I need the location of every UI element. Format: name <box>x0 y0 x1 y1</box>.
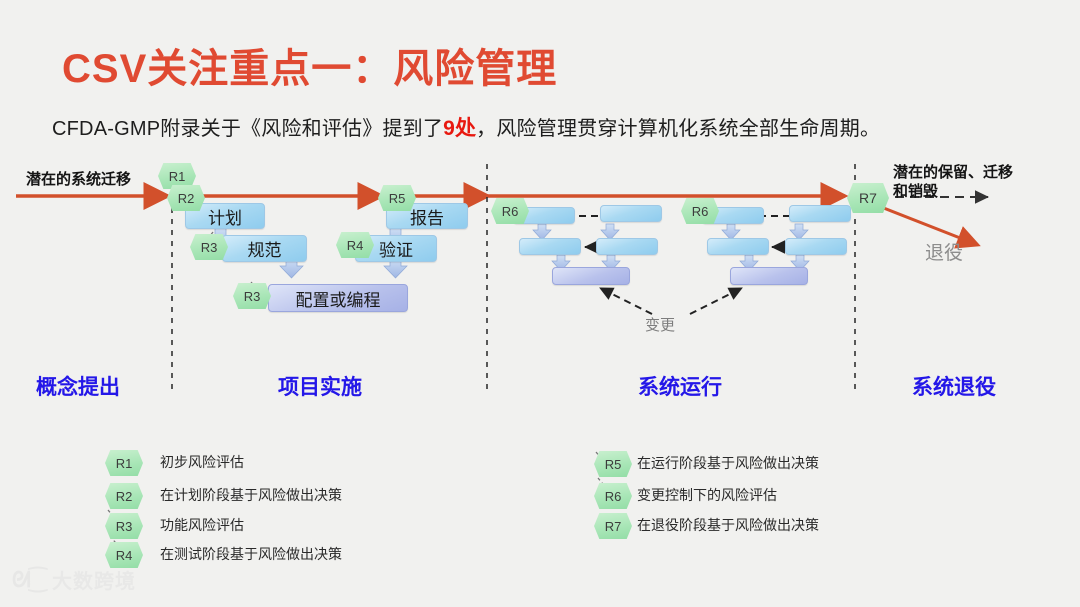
risk-badge-r4: R4 <box>336 232 374 258</box>
subtitle: CFDA-GMP附录关于《风险和评估》提到了9处，风险管理贯穿计算机化系统全部生… <box>52 112 880 142</box>
operation-v1-box-mid-right <box>596 238 658 255</box>
legend-badge-r6-label: R6 <box>604 488 622 504</box>
risk-badge-r6-first-label: R6 <box>501 203 519 219</box>
risk-badge-r3-config-label: R3 <box>243 288 261 304</box>
legend-badge-r2-label: R2 <box>115 488 133 504</box>
legend-text-r2: 在计划阶段基于风险做出决策 <box>160 487 342 503</box>
subtitle-suffix: ，风险管理贯穿计算机化系统全部生命周期。 <box>476 118 881 140</box>
vmodel-box-spec-label: 规范 <box>247 241 282 260</box>
legend-text-r3: 功能风险评估 <box>160 517 244 533</box>
vmodel-box-config: 配置或编程 <box>268 284 408 312</box>
risk-badge-r3-spec-label: R3 <box>200 239 218 255</box>
subtitle-prefix: CFDA-GMP附录关于《风险和评估》提到了 <box>52 118 444 140</box>
subtitle-highlight: 9处 <box>443 117 477 140</box>
change-label: 变更 <box>645 317 676 334</box>
legend-badge-r5: R5 <box>594 451 632 477</box>
legend-badge-r2: R2 <box>105 483 143 509</box>
legend-badge-r1: R1 <box>105 450 143 476</box>
risk-badge-r6-second-label: R6 <box>691 203 709 219</box>
legend-badge-r5-label: R5 <box>604 456 622 472</box>
vmodel-box-report-label: 报告 <box>410 208 444 228</box>
risk-badge-r6-second: R6 <box>681 198 719 224</box>
risk-badge-r1-label: R1 <box>168 168 186 184</box>
operation-v2-box-bottom <box>730 267 808 285</box>
legend-badge-r3: R3 <box>105 513 143 539</box>
phase-label-operation: 系统运行 <box>638 376 722 399</box>
risk-badge-r4-label: R4 <box>346 237 364 253</box>
potential-migration-label: 潜在的系统迁移 <box>26 171 132 188</box>
legend-badge-r7-label: R7 <box>604 518 622 534</box>
risk-badge-r5: R5 <box>378 185 416 211</box>
vmodel-box-plan-label: 计划 <box>208 208 242 228</box>
risk-badge-r2-label: R2 <box>177 190 195 206</box>
legend-badge-r3-label: R3 <box>115 518 133 534</box>
legend-text-r1: 初步风险评估 <box>160 454 244 470</box>
risk-badge-r7: R7 <box>847 183 889 213</box>
page-title: CSV关注重点一：风险管理 <box>62 47 558 91</box>
phase-label-concept: 概念提出 <box>36 376 120 399</box>
watermark-text: 大数跨境 <box>51 571 136 593</box>
legend-badge-r7: R7 <box>594 513 632 539</box>
legend-text-r6: 变更控制下的风险评估 <box>637 487 777 503</box>
risk-badge-r3-config: R3 <box>233 283 271 309</box>
phase-label-retirement: 系统退役 <box>912 376 996 399</box>
operation-v2-box-mid-left <box>707 238 769 255</box>
vmodel-box-spec: 规范 <box>222 235 307 262</box>
vmodel-box-config-label: 配置或编程 <box>295 290 381 310</box>
legend-badge-r4-label: R4 <box>115 547 133 563</box>
operation-v1-box-bottom <box>552 267 630 285</box>
vmodel-box-verify-label: 验证 <box>379 241 413 260</box>
legend-text-r7: 在退役阶段基于风险做出决策 <box>637 517 819 533</box>
legend-text-r4: 在测试阶段基于风险做出决策 <box>160 546 342 562</box>
risk-badge-r1: R1 <box>158 163 196 189</box>
operation-v2-box-top-right <box>789 205 851 222</box>
phase-label-project: 项目实施 <box>278 376 362 399</box>
operation-v1-box-mid-left <box>519 238 581 255</box>
potential-retention-label-line1: 潜在的保留、迁移 <box>893 164 1014 181</box>
legend-badge-r4: R4 <box>105 542 143 568</box>
watermark-logo-icon: ᘛ⁐ <box>12 566 47 592</box>
risk-badge-r6-first: R6 <box>491 198 529 224</box>
retire-label: 退役 <box>925 243 964 264</box>
watermark: ᘛ⁐ 大数跨境 <box>12 565 136 594</box>
legend-badge-r6: R6 <box>594 483 632 509</box>
legend-text-r5: 在运行阶段基于风险做出决策 <box>637 455 819 471</box>
risk-badge-r7-label: R7 <box>859 190 877 206</box>
potential-retention-label-line2: 和销毁 <box>893 183 939 200</box>
legend-badge-r1-label: R1 <box>115 455 133 471</box>
risk-badge-r5-label: R5 <box>388 190 406 206</box>
risk-badge-r2: R2 <box>167 185 205 211</box>
risk-badge-r3-spec: R3 <box>190 234 228 260</box>
operation-v2-box-mid-right <box>785 238 847 255</box>
operation-v1-box-top-right <box>600 205 662 222</box>
